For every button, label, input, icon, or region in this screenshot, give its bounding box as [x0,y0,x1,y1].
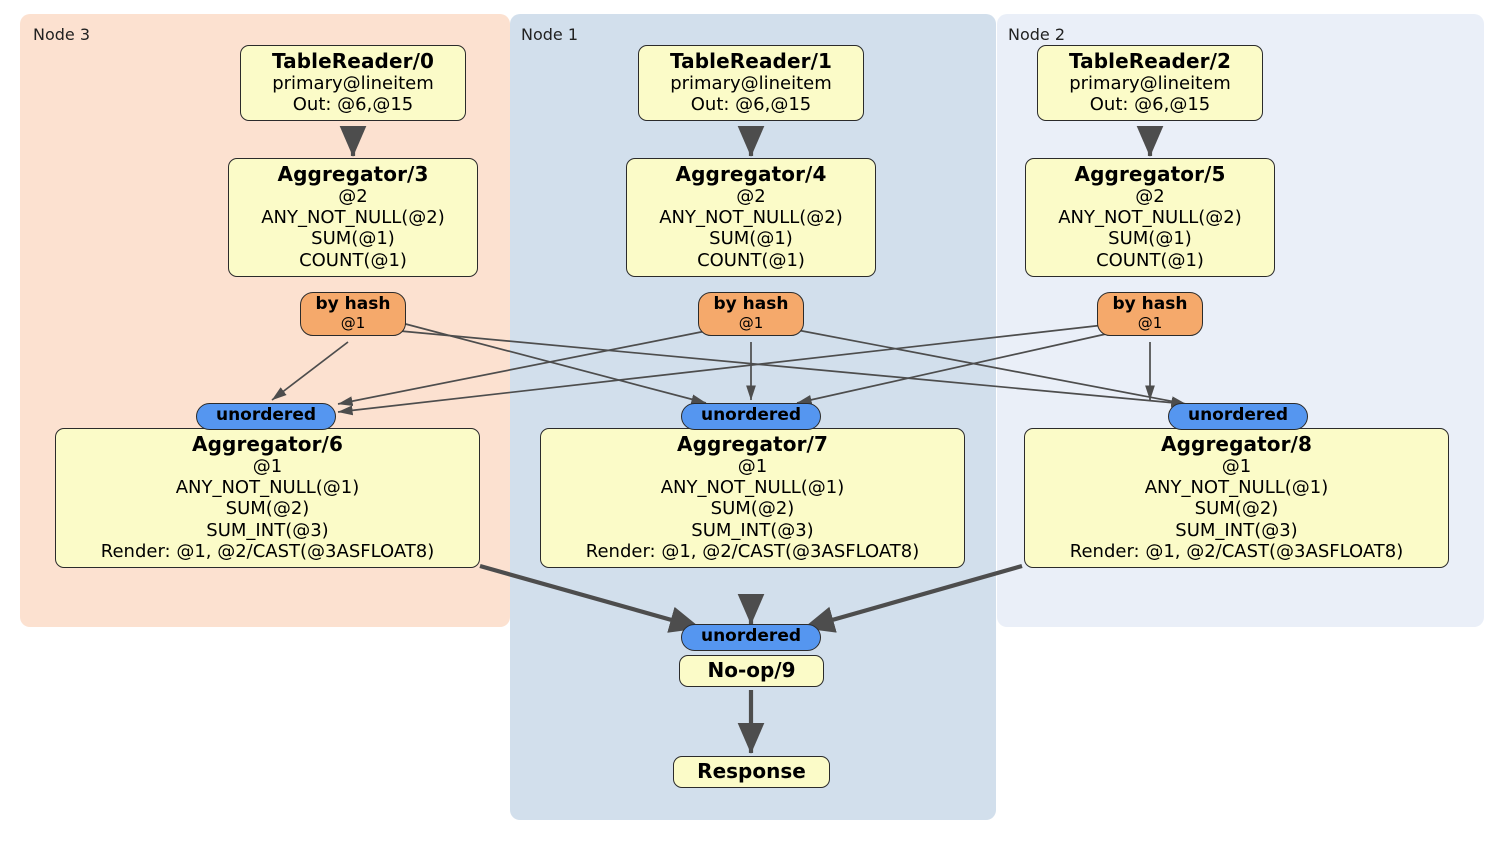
processor-title: Aggregator/7 [677,432,828,456]
processor-line: SUM(@1) [709,228,793,250]
processor-line: Out: @6,@15 [690,94,812,116]
router-by-hash-aggregator-4[interactable]: by hash @1 [698,292,804,337]
processor-title: Aggregator/5 [1074,162,1226,186]
stream-unordered-right[interactable]: unordered [1168,403,1308,430]
processor-line: Render: @1, @2/CAST(@3ASFLOAT8) [1069,540,1404,562]
processor-line: @2 [1135,186,1165,208]
processor-title: Aggregator/4 [675,162,827,186]
processor-line: ANY_NOT_NULL(@2) [261,207,445,229]
processor-line: COUNT(@1) [697,249,805,271]
stream-label: unordered [700,626,802,646]
processor-title: Aggregator/3 [277,162,429,186]
processor-aggregator-5[interactable]: Aggregator/5 @2 ANY_NOT_NULL(@2) SUM(@1)… [1025,158,1275,277]
router-sublabel: @1 [340,313,366,332]
processor-line: primary@lineitem [670,73,832,95]
processor-line: COUNT(@1) [1096,249,1204,271]
processor-tablereader-2[interactable]: TableReader/2 primary@lineitem Out: @6,@… [1037,45,1263,122]
processor-line: Render: @1, @2/CAST(@3ASFLOAT8) [585,540,920,562]
region-node-2-label: Node 2 [1008,25,1066,44]
processor-title: Aggregator/6 [192,432,343,456]
router-label: by hash [713,294,789,314]
processor-line: SUM_INT(@3) [691,519,814,541]
processor-line: ANY_NOT_NULL(@1) [660,477,845,499]
processor-line: @1 [1221,456,1252,478]
processor-response[interactable]: Response [673,756,830,789]
router-sublabel: @1 [1137,313,1163,332]
processor-title: Response [697,759,806,783]
processor-line: COUNT(@1) [299,249,407,271]
processor-title: TableReader/2 [1068,49,1232,73]
stream-unordered-middle[interactable]: unordered [681,403,821,430]
processor-title: Aggregator/8 [1161,432,1312,456]
router-label: by hash [315,294,391,314]
processor-line: SUM(@2) [710,498,795,520]
processor-aggregator-6[interactable]: Aggregator/6 @1 ANY_NOT_NULL(@1) SUM(@2)… [55,428,480,568]
router-by-hash-aggregator-5[interactable]: by hash @1 [1097,292,1203,337]
router-label: by hash [1112,294,1188,314]
processor-aggregator-7[interactable]: Aggregator/7 @1 ANY_NOT_NULL(@1) SUM(@2)… [540,428,965,568]
processor-line: SUM(@2) [1194,498,1279,520]
processor-line: SUM_INT(@3) [206,519,329,541]
processor-tablereader-1[interactable]: TableReader/1 primary@lineitem Out: @6,@… [638,45,864,122]
processor-tablereader-0[interactable]: TableReader/0 primary@lineitem Out: @6,@… [240,45,466,122]
edge-aggregator-to-final-unordered [479,563,1023,633]
processor-line: @2 [736,186,766,208]
stream-label: unordered [700,405,802,425]
processor-line: ANY_NOT_NULL(@2) [1058,207,1242,229]
region-node-1-label: Node 1 [521,25,579,44]
processor-line: primary@lineitem [1069,73,1231,95]
stream-label: unordered [1187,405,1289,425]
processor-line: SUM_INT(@3) [1175,519,1298,541]
processor-line: ANY_NOT_NULL(@1) [1144,477,1329,499]
processor-line: ANY_NOT_NULL(@2) [659,207,843,229]
processor-line: SUM(@1) [311,228,395,250]
stream-unordered-left[interactable]: unordered [196,403,336,430]
processor-line: Out: @6,@15 [292,94,414,116]
processor-line: @1 [737,456,768,478]
processor-line: @2 [338,186,368,208]
processor-aggregator-3[interactable]: Aggregator/3 @2 ANY_NOT_NULL(@2) SUM(@1)… [228,158,478,277]
processor-aggregator-8[interactable]: Aggregator/8 @1 ANY_NOT_NULL(@1) SUM(@2)… [1024,428,1449,568]
processor-line: SUM(@1) [1108,228,1192,250]
router-by-hash-aggregator-3[interactable]: by hash @1 [300,292,406,337]
processor-noop-9[interactable]: No-op/9 [679,655,824,688]
processor-line: Render: @1, @2/CAST(@3ASFLOAT8) [100,540,435,562]
processor-title: TableReader/0 [271,49,435,73]
processor-line: @1 [252,456,283,478]
stream-label: unordered [215,405,317,425]
processor-aggregator-4[interactable]: Aggregator/4 @2 ANY_NOT_NULL(@2) SUM(@1)… [626,158,876,277]
router-sublabel: @1 [738,313,764,332]
stream-unordered-final[interactable]: unordered [681,624,821,651]
processor-title: No-op/9 [707,658,796,682]
edge-tablereader-to-aggregator [339,125,1164,157]
edge-hash-to-unordered [271,321,1187,416]
processor-line: primary@lineitem [272,73,434,95]
processor-line: Out: @6,@15 [1089,94,1211,116]
region-node-3-label: Node 3 [33,25,91,44]
processor-line: ANY_NOT_NULL(@1) [175,477,360,499]
processor-title: TableReader/1 [669,49,833,73]
processor-line: SUM(@2) [225,498,310,520]
